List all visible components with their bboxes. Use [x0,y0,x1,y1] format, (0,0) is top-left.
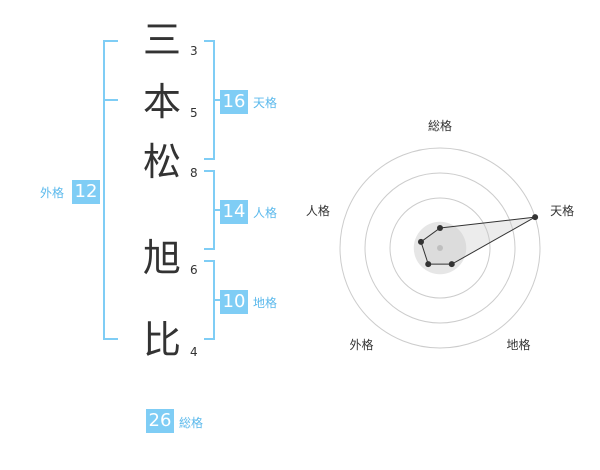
jinkaku-value: 14 [220,200,248,224]
radar-point-1 [437,225,443,231]
stroke-count-4: 6 [190,263,198,277]
name-char-5: 比 [142,318,181,362]
stroke-count-5: 4 [190,345,198,359]
stroke-count-1: 3 [190,44,198,58]
name-char-2: 本 [142,80,181,124]
stroke-count-2: 5 [190,106,198,120]
radar-series [420,216,536,265]
radar-point-2 [532,214,539,221]
name-char-4: 旭 [142,236,181,280]
gaikaku-value: 12 [72,180,100,204]
gaikaku-label: 外格 [40,186,65,200]
radar-ring [364,172,516,324]
stroke-count-3: 8 [190,166,198,180]
radar-axis-label: 外格 [349,337,373,352]
gaikaku-bracket [103,40,118,340]
chikaku-value: 10 [220,290,248,314]
radar-axis-label: 天格 [550,203,574,218]
tenkaku-value: 16 [220,90,248,114]
radar-axis-label: 地格 [507,337,531,352]
chikaku-label: 地格 [253,296,278,310]
radar-center [437,245,443,251]
name-char-3: 松 [142,140,181,184]
radar-axis-label: 総格 [428,118,452,133]
tenkaku-label: 天格 [253,96,278,110]
radar-axis-label: 人格 [306,203,330,218]
jinkaku-label: 人格 [253,206,278,220]
soukaku-label: 総格 [179,416,204,430]
radar-ring [389,197,491,299]
radar-point-4 [425,261,432,268]
soukaku-value: 26 [146,409,174,433]
radar-ring [339,147,541,349]
name-char-1: 三 [142,18,181,62]
radar-point-5 [417,238,424,245]
radar-point-3 [448,261,455,268]
